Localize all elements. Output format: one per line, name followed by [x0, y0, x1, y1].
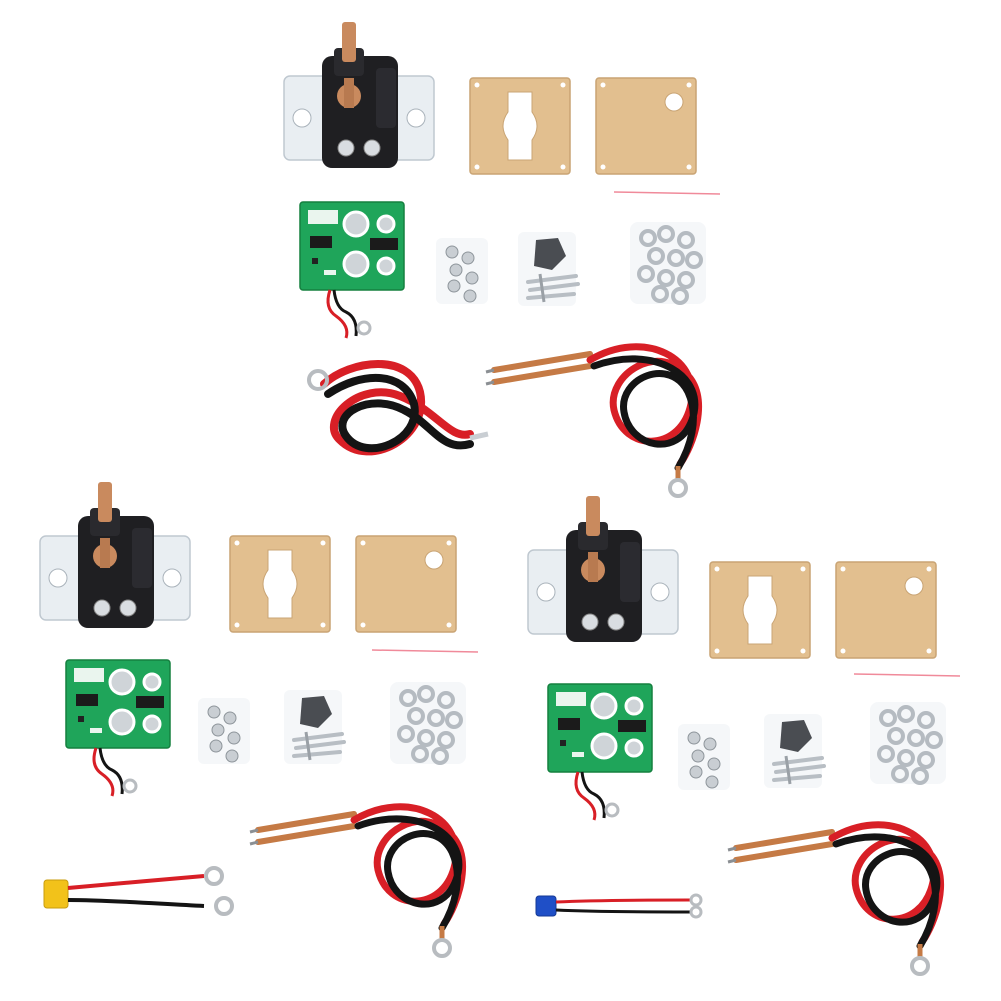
- cable-icon: [43, 866, 234, 916]
- kit-bottom-right: [527, 495, 961, 974]
- red-film-strip: [853, 673, 961, 677]
- acrylic-plate-icon: [469, 77, 571, 175]
- acrylic-plate-icon: [229, 535, 331, 633]
- kit-bottom-left: [39, 481, 479, 956]
- screw-icon: [677, 723, 731, 791]
- cable-icon: [535, 893, 703, 919]
- acrylic-plate-icon: [835, 561, 937, 659]
- cable-icon: [307, 360, 489, 456]
- screw-icon: [516, 230, 580, 308]
- nut-icon: [628, 220, 708, 306]
- nut-icon: [868, 700, 948, 786]
- ec5-connector: [535, 895, 557, 917]
- red-film-strip: [371, 649, 479, 653]
- red-film-strip: [613, 191, 721, 195]
- acrylic-plate-icon: [709, 561, 811, 659]
- acrylic-plate-icon: [355, 535, 457, 633]
- screw-icon: [762, 712, 826, 790]
- screw-icon: [197, 697, 251, 765]
- nut-icon: [388, 680, 468, 766]
- kit-top: [283, 21, 721, 496]
- screw-icon: [282, 688, 346, 766]
- screw-icon: [435, 237, 489, 305]
- acrylic-plate-icon: [595, 77, 697, 175]
- xt60-connector: [43, 879, 69, 909]
